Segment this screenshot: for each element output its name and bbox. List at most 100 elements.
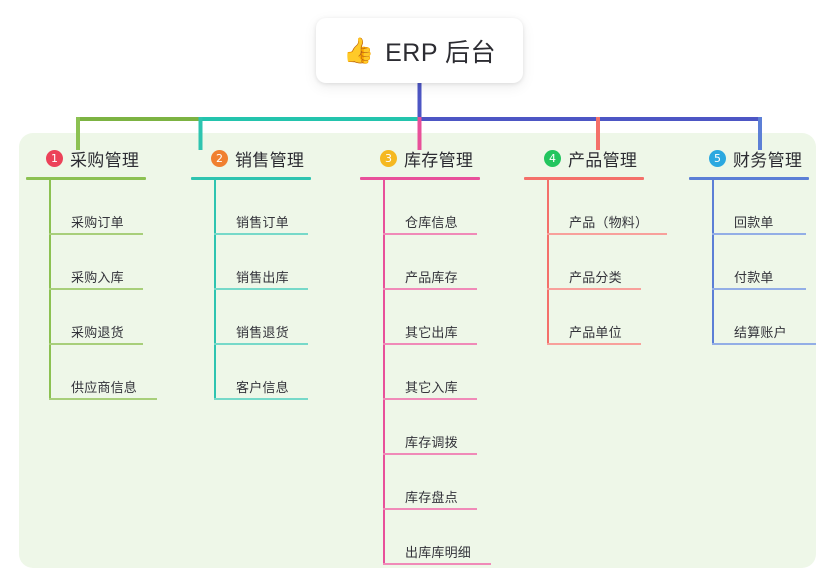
leaf-rule xyxy=(712,233,806,235)
root-node[interactable]: 👍 ERP 后台 xyxy=(316,18,523,83)
branch-rule-5 xyxy=(689,177,809,180)
branch-header-4[interactable]: 4 产品管理 xyxy=(524,146,684,170)
leaf-label: 销售订单 xyxy=(236,215,289,230)
leaf-rule xyxy=(214,233,308,235)
branch-rule-3 xyxy=(360,177,480,180)
leaf-item[interactable]: 产品分类 xyxy=(547,235,684,290)
leaf-rule xyxy=(712,288,806,290)
leaf-label: 库存调拨 xyxy=(405,435,458,450)
leaf-label: 结算账户 xyxy=(734,325,787,340)
leaf-item[interactable]: 采购订单 xyxy=(49,180,166,235)
thumbs-up-icon: 👍 xyxy=(342,36,375,65)
root-node-label: ERP 后台 xyxy=(385,38,497,67)
leaf-item[interactable]: 销售订单 xyxy=(214,180,331,235)
leaf-rule xyxy=(383,563,491,565)
leaf-label: 销售出库 xyxy=(236,270,289,285)
leaf-rule xyxy=(49,233,143,235)
branch-children-3: 仓库信息 产品库存 其它出库 其它入库 库存调拨 xyxy=(383,180,510,565)
branch-spine-5 xyxy=(712,180,714,345)
leaf-label: 产品库存 xyxy=(405,270,458,285)
branch-title-1: 采购管理 xyxy=(70,150,140,170)
leaf-item[interactable]: 采购入库 xyxy=(49,235,166,290)
leaf-label: 供应商信息 xyxy=(71,380,138,395)
branch-title-2: 销售管理 xyxy=(235,150,305,170)
branch-column-2: 2 销售管理 销售订单 销售出库 销售退货 客户信息 xyxy=(191,146,331,400)
branch-children-4: 产品（物料） 产品分类 产品单位 xyxy=(547,180,684,345)
branch-rule-2 xyxy=(191,177,311,180)
branch-children-5: 回款单 付款单 结算账户 xyxy=(712,180,829,345)
leaf-label: 采购订单 xyxy=(71,215,124,230)
leaf-label: 出库库明细 xyxy=(405,545,472,560)
branch-spine-2 xyxy=(214,180,216,400)
leaf-item[interactable]: 销售退货 xyxy=(214,290,331,345)
leaf-label: 客户信息 xyxy=(236,380,289,395)
leaf-rule xyxy=(383,508,477,510)
branch-children-1: 采购订单 采购入库 采购退货 供应商信息 xyxy=(49,180,166,400)
branch-badge-4: 4 xyxy=(544,149,561,167)
branch-badge-3: 3 xyxy=(380,149,397,167)
leaf-label: 产品单位 xyxy=(569,325,622,340)
branch-title-4: 产品管理 xyxy=(568,150,638,170)
branch-header-3[interactable]: 3 库存管理 xyxy=(360,146,510,170)
leaf-label: 库存盘点 xyxy=(405,490,458,505)
branch-title-5: 财务管理 xyxy=(733,150,803,170)
leaf-item[interactable]: 库存盘点 xyxy=(383,455,510,510)
leaf-item[interactable]: 结算账户 xyxy=(712,290,829,345)
branch-badge-1: 1 xyxy=(46,149,63,167)
branch-column-4: 4 产品管理 产品（物料） 产品分类 产品单位 xyxy=(524,146,684,345)
leaf-label: 回款单 xyxy=(734,215,774,230)
branch-title-3: 库存管理 xyxy=(404,150,474,170)
branch-header-5[interactable]: 5 财务管理 xyxy=(689,146,829,170)
leaf-rule xyxy=(383,398,477,400)
leaf-rule xyxy=(383,453,477,455)
branch-header-1[interactable]: 1 采购管理 xyxy=(26,146,166,170)
branch-background-panel xyxy=(19,133,816,568)
branch-column-1: 1 采购管理 采购订单 采购入库 采购退货 供应商信 xyxy=(26,146,166,400)
leaf-item[interactable]: 供应商信息 xyxy=(49,345,166,400)
branch-badge-5: 5 xyxy=(709,149,726,167)
leaf-item[interactable]: 其它出库 xyxy=(383,290,510,345)
leaf-label: 其它入库 xyxy=(405,380,458,395)
branch-rule-1 xyxy=(26,177,146,180)
leaf-label: 产品分类 xyxy=(569,270,622,285)
leaf-rule xyxy=(49,343,143,345)
branch-column-5: 5 财务管理 回款单 付款单 结算账户 xyxy=(689,146,829,345)
branch-children-2: 销售订单 销售出库 销售退货 客户信息 xyxy=(214,180,331,400)
leaf-label: 其它出库 xyxy=(405,325,458,340)
leaf-item[interactable]: 付款单 xyxy=(712,235,829,290)
leaf-label: 付款单 xyxy=(734,270,774,285)
leaf-item[interactable]: 回款单 xyxy=(712,180,829,235)
branch-spine-3 xyxy=(383,180,385,565)
leaf-item[interactable]: 其它入库 xyxy=(383,345,510,400)
branch-rule-4 xyxy=(524,177,644,180)
leaf-rule xyxy=(49,398,157,400)
leaf-item[interactable]: 采购退货 xyxy=(49,290,166,345)
leaf-label: 采购退货 xyxy=(71,325,124,340)
branch-badge-2: 2 xyxy=(211,149,228,167)
leaf-rule xyxy=(49,288,143,290)
leaf-label: 产品（物料） xyxy=(569,215,649,230)
leaf-rule xyxy=(214,343,308,345)
leaf-item[interactable]: 产品（物料） xyxy=(547,180,684,235)
leaf-rule xyxy=(214,398,308,400)
leaf-label: 采购入库 xyxy=(71,270,124,285)
leaf-item[interactable]: 库存调拨 xyxy=(383,400,510,455)
leaf-item[interactable]: 产品单位 xyxy=(547,290,684,345)
leaf-item[interactable]: 出库库明细 xyxy=(383,510,510,565)
leaf-rule xyxy=(547,343,641,345)
branch-spine-4 xyxy=(547,180,549,345)
leaf-rule xyxy=(547,233,667,235)
leaf-rule xyxy=(214,288,308,290)
leaf-rule xyxy=(712,343,816,345)
leaf-rule xyxy=(383,288,477,290)
leaf-item[interactable]: 仓库信息 xyxy=(383,180,510,235)
leaf-label: 销售退货 xyxy=(236,325,289,340)
leaf-item[interactable]: 客户信息 xyxy=(214,345,331,400)
leaf-rule xyxy=(383,233,477,235)
leaf-rule xyxy=(547,288,641,290)
leaf-item[interactable]: 销售出库 xyxy=(214,235,331,290)
branch-header-2[interactable]: 2 销售管理 xyxy=(191,146,331,170)
leaf-item[interactable]: 产品库存 xyxy=(383,235,510,290)
